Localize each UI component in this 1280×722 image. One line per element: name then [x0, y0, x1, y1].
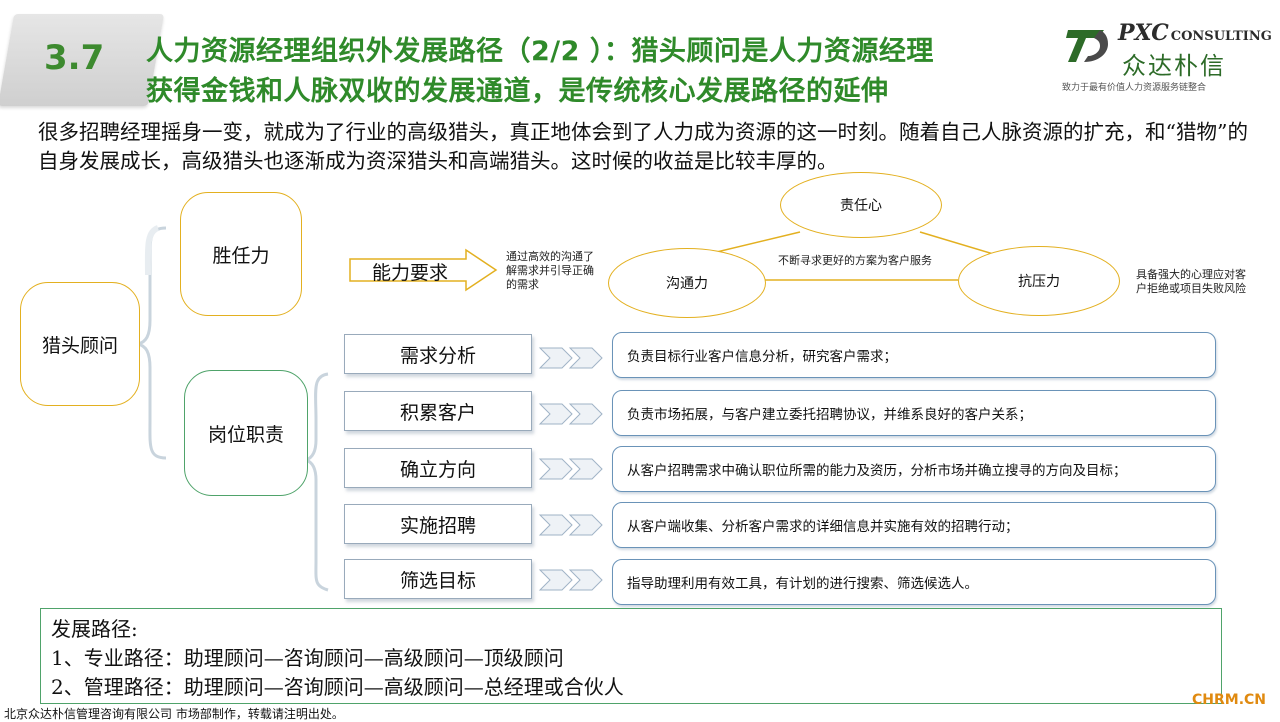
duty-desc-2: 负责市场拓展，与客户建立委托招聘协议，并维系良好的客户关系； [612, 390, 1216, 436]
path-management: 2、管理路径：助理顾问—咨询顾问—高级顾问—总经理或合伙人 [51, 675, 624, 699]
page-title: 人力资源经理组织外发展路径（2/2 ）：猎头顾问是人力资源经理 获得金钱和人脉双… [146, 32, 1066, 112]
duties-node: 岗位职责 [184, 370, 308, 496]
paths-heading: 发展路径: [51, 617, 138, 641]
duty-box-5: 筛选目标 [344, 559, 532, 599]
oval-communication: 沟通力 [608, 248, 766, 318]
duty-box-2: 积累客户 [344, 391, 532, 431]
chevron-right-icon [538, 403, 603, 425]
duties-brace [301, 372, 329, 592]
chevron-right-icon [538, 569, 603, 591]
title-line-1: 人力资源经理组织外发展路径（2/2 ）：猎头顾问是人力资源经理 [146, 36, 934, 67]
logo-slogan: 致力于最有价值人力资源服务链整合 [1062, 83, 1207, 93]
path-professional: 1、专业路径：助理顾问—咨询顾问—高级顾问—顶级顾问 [51, 646, 564, 670]
duty-desc-1: 负责目标行业客户信息分析，研究客户需求； [612, 332, 1216, 378]
duty-desc-3: 从客户招聘需求中确认职位所需的能力及资历，分析市场并确立搜寻的方向及目标； [612, 446, 1216, 492]
title-line-2: 获得金钱和人脉双收的发展通道，是传统核心发展路径的延伸 [146, 76, 889, 107]
watermark: CHRM.CN [1192, 692, 1267, 708]
oval-stress: 抗压力 [958, 246, 1120, 316]
main-brace [137, 226, 167, 460]
chevron-right-icon [538, 458, 603, 480]
center-note: 不断寻求更好的方案为客户服务 [778, 254, 932, 267]
logo-mark-icon [1066, 30, 1108, 62]
duty-box-3: 确立方向 [344, 448, 532, 488]
root-node: 猎头顾问 [20, 282, 140, 406]
competency-node: 胜任力 [180, 192, 302, 316]
footer-copyright: 北京众达朴信管理咨询有限公司 市场部制作，转载请注明出处。 [4, 707, 344, 721]
communication-note: 通过高效的沟通了解需求并引导正确的需求 [506, 250, 594, 291]
development-paths-box: 发展路径: 1、专业路径：助理顾问—咨询顾问—高级顾问—顶级顾问 2、管理路径：… [40, 608, 1222, 704]
ability-arrow-label: 能力要求 [372, 262, 449, 284]
duty-box-1: 需求分析 [344, 334, 532, 374]
section-number: 3.7 [44, 38, 105, 78]
chevron-right-icon [538, 514, 603, 536]
duty-box-4: 实施招聘 [344, 504, 532, 544]
intro-paragraph: 很多招聘经理摇身一变，就成为了行业的高级猎头，真正地体会到了人力成为资源的这一时… [38, 120, 1248, 173]
logo-chinese-name: 众达朴信 [1122, 52, 1226, 80]
stress-note: 具备强大的心理应对客户拒绝或项目失败风险 [1136, 268, 1246, 295]
chevron-right-icon [538, 347, 603, 369]
oval-responsibility: 责任心 [780, 172, 942, 238]
duty-desc-5: 指导助理利用有效工具，有计划的进行搜索、筛选候选人。 [612, 559, 1216, 605]
ability-arrow-icon [349, 248, 498, 292]
header-band [0, 0, 1280, 112]
duty-desc-4: 从客户端收集、分析客户需求的详细信息并实施有效的招聘行动； [612, 502, 1216, 548]
